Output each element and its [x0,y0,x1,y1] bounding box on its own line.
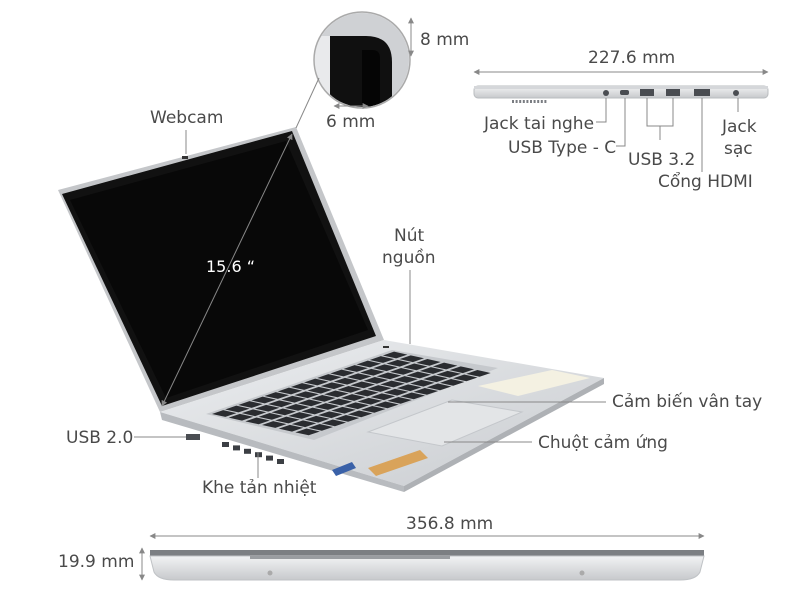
jack-sac-label-line2: sạc [724,139,753,159]
nut-nguon-label-line2: nguồn [382,248,436,268]
laptop-lid [58,127,384,412]
bezel-zoom [295,11,411,129]
cong-hdmi-label: Cổng HDMI [658,172,753,192]
side-view-ports [473,85,769,103]
base-right-edge [404,378,604,492]
palmrest-sticker-left [368,450,428,476]
thickness-label: 19.9 mm [58,552,135,572]
screen-size-label: 15.6 “ [206,257,255,276]
nut-nguon-label-line1: Nút [394,226,425,246]
power-jack [733,90,739,96]
webcam-label: Webcam [150,108,224,128]
khe-tan-nhiet-label: Khe tản nhiệt [202,478,317,498]
bezel-side-label: 6 mm [326,112,376,132]
usb3-port-1 [640,89,654,96]
width-label: 356.8 mm [406,514,494,534]
cam-bien-van-tay-label: Cảm biến vân tay [612,392,763,412]
intel-sticker [332,462,356,476]
usb-2-0-label: USB 2.0 [66,428,134,448]
bezel-top-label: 8 mm [420,30,470,50]
chuot-cam-ung-label: Chuột cảm ứng [538,433,668,453]
callout-lines [134,17,769,581]
hdmi-port [694,89,710,96]
top-width-label: 227.6 mm [588,48,676,68]
headphone-jack [603,90,609,96]
webcam-dot [182,156,188,159]
jack-tai-nghe-label: Jack tai nghe [484,114,595,134]
usb2-port [186,434,200,440]
usbc-port [620,90,629,95]
jack-sac-label-line1: Jack [722,117,757,137]
power-button [383,346,389,348]
front-view [149,550,705,581]
palmrest-sticker-right [478,370,590,396]
touchpad [366,399,524,447]
usb-type-c-label: USB Type - C [508,138,617,158]
usb3-port-2 [666,89,680,96]
usb-3-2-label: USB 3.2 [628,150,696,170]
